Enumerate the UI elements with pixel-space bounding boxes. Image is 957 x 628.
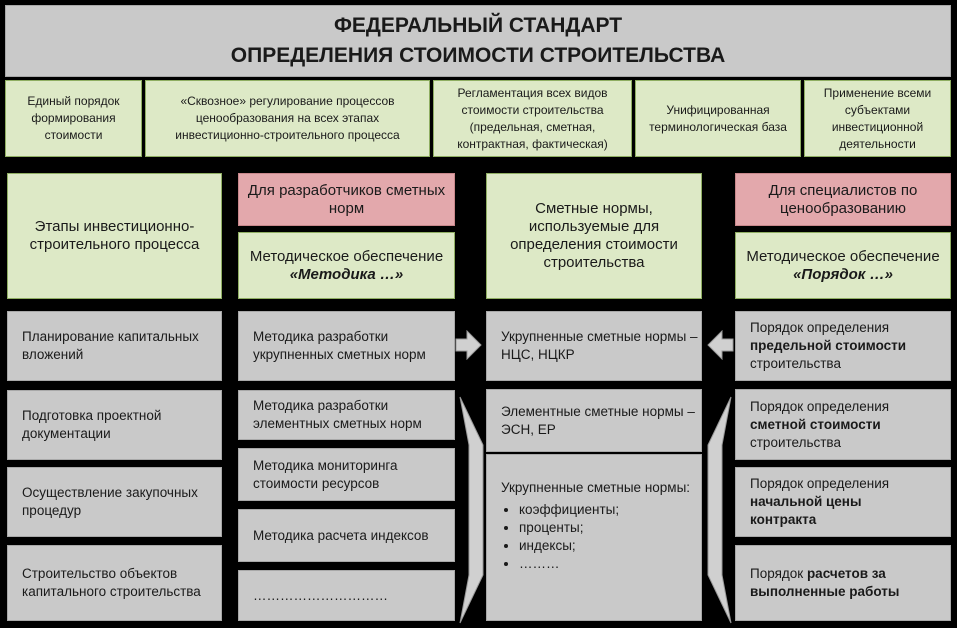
norms-header: Сметные нормы, используемые для определе… <box>486 173 702 299</box>
stages-header: Этапы инвестиционно-строительного процес… <box>7 173 222 299</box>
developers-item: Методика разработки элементных сметных н… <box>238 390 455 440</box>
norms-bullet-list: коэффициенты; проценты; индексы; ……… <box>501 501 690 573</box>
norms-elemental: Элементные сметные нормы – ЭСН, ЕР <box>486 389 702 452</box>
developers-support: Методическое обеспечение «Методика …» <box>238 232 455 299</box>
norms-bullet: коэффициенты; <box>519 501 690 519</box>
stage-item: Подготовка проектной документации <box>7 390 222 460</box>
developers-item: Методика разработки укрупненных сметных … <box>238 311 455 381</box>
principle-box: Регламентация всех видов стоимости строи… <box>433 80 632 157</box>
chevron-right-icon <box>459 396 484 624</box>
norms-bullet: проценты; <box>519 519 690 537</box>
developers-item: Методика расчета индексов <box>238 509 455 562</box>
principle-box: Применение всеми субъектами инвестиционн… <box>804 80 951 157</box>
stage-item: Строительство объектов капитального стро… <box>7 545 222 621</box>
principle-box: «Сквозное» регулирование процессов ценоо… <box>145 80 430 157</box>
specialists-support: Методическое обеспечение «Порядок …» <box>735 232 951 299</box>
developers-item: Методика мониторинга стоимости ресурсов <box>238 448 455 501</box>
standard-title-line1: ФЕДЕРАЛЬНЫЙ СТАНДАРТ <box>333 14 623 37</box>
developers-audience: Для разработчиков сметных норм <box>238 173 455 226</box>
principle-box: Единый порядок формирования стоимости <box>5 80 142 157</box>
norms-bullet: ……… <box>519 555 690 573</box>
norms-bullet: индексы; <box>519 537 690 555</box>
specialists-support-doc: «Порядок …» <box>793 265 893 283</box>
standard-title-line2: ОПРЕДЕЛЕНИЯ СТОИМОСТИ СТРОИТЕЛЬСТВА <box>230 44 726 67</box>
specialists-item: Порядок расчетов за выполненные работы <box>735 545 951 621</box>
developers-support-doc: «Методика …» <box>289 265 404 283</box>
standard-title: ФЕДЕРАЛЬНЫЙ СТАНДАРТ ОПРЕДЕЛЕНИЯ СТОИМОС… <box>5 5 951 77</box>
specialists-audience: Для специалистов по ценообразованию <box>735 173 951 226</box>
chevron-left-icon <box>707 396 732 624</box>
norms-enlarged-factors: Укрупненные сметные нормы: коэффициенты;… <box>486 454 702 621</box>
arrow-left-icon <box>707 330 734 360</box>
arrow-right-icon <box>455 330 482 360</box>
stage-item: Планирование капитальных вложений <box>7 311 222 381</box>
norms-enlarged: Укрупненные сметные нормы – НЦС, НЦКР <box>486 311 702 381</box>
stage-item: Осуществление закупочных процедур <box>7 467 222 537</box>
developers-item: ………………………… <box>238 570 455 621</box>
principle-box: Унифицированная терминологическая база <box>635 80 801 157</box>
